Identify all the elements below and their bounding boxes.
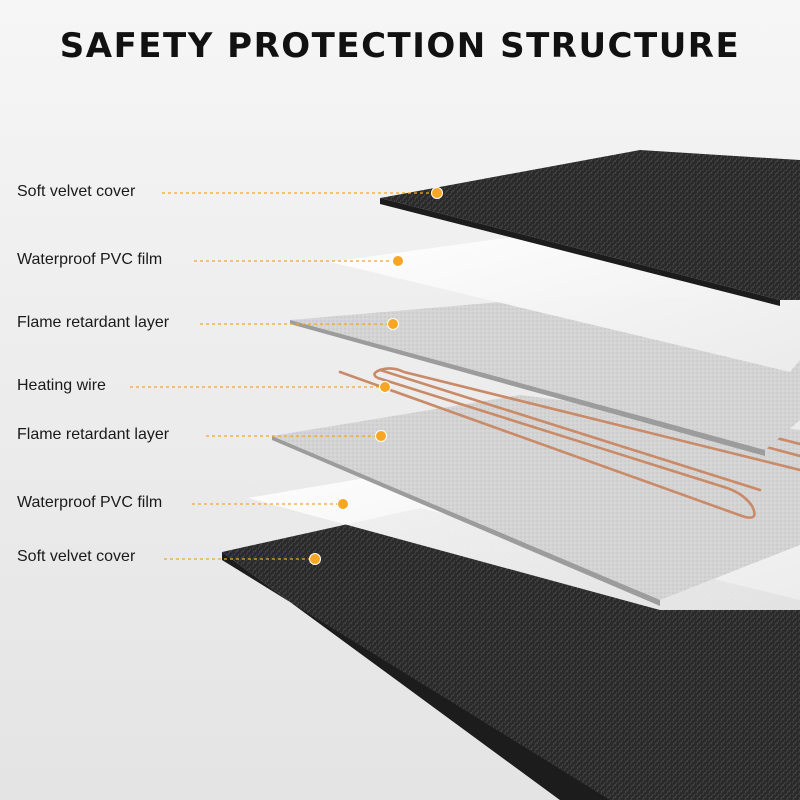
bottom-flame-retardant-layer [272,395,800,606]
marker-dot [431,187,443,199]
top-velvet-layer [380,150,800,306]
marker-dot [337,498,349,510]
label-waterproof-pvc-film-top: Waterproof PVC film [17,251,163,268]
label-soft-velvet-cover-top: Soft velvet cover [17,183,136,200]
label-heating-wire: Heating wire [17,377,106,394]
marker-dot [392,255,404,267]
label-flame-retardant-layer-top: Flame retardant layer [17,314,170,331]
callout-markers [309,187,443,565]
label-soft-velvet-cover-bottom: Soft velvet cover [17,548,136,565]
marker-dot [375,430,387,442]
marker-dot [387,318,399,330]
marker-dot [309,553,321,565]
callout-lines [130,192,437,560]
label-waterproof-pvc-film-bottom: Waterproof PVC film [17,494,163,511]
page-title: SAFETY PROTECTION STRUCTURE [59,26,741,66]
label-flame-retardant-layer-bottom: Flame retardant layer [17,426,170,443]
marker-dot [379,381,391,393]
